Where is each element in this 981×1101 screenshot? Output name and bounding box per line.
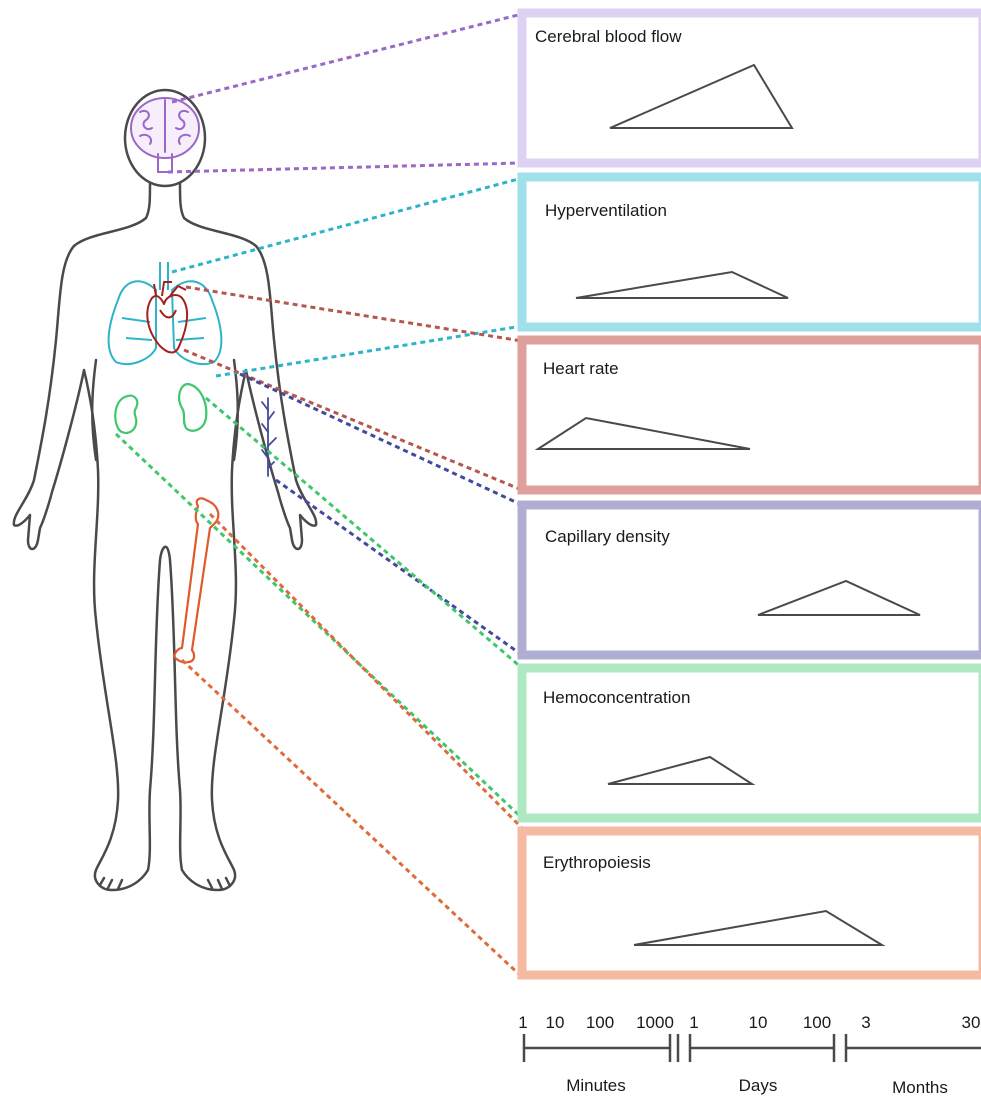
panel-title: Hyperventilation — [545, 201, 667, 220]
panel-erythropoiesis: Erythropoiesis — [522, 831, 981, 975]
brain-connector-bottom — [168, 163, 522, 172]
vessel-connector-bottom — [276, 480, 522, 655]
panel-title: Erythropoiesis — [543, 853, 651, 872]
connector-lines — [116, 14, 522, 977]
right-kidney — [179, 384, 206, 431]
tick-label: 1 — [689, 1013, 698, 1032]
time-course-triangle — [576, 272, 788, 298]
lungs-icon — [109, 262, 222, 364]
time-course-triangle — [610, 65, 792, 128]
time-course-triangle — [538, 418, 750, 449]
body-outline — [14, 183, 316, 890]
panel-frame — [522, 177, 981, 327]
unit-label-days: Days — [739, 1076, 778, 1095]
heart-connector-top — [186, 287, 522, 341]
heart-connector-bottom — [184, 350, 522, 490]
panel-hyperventilation: Hyperventilation — [522, 177, 981, 327]
unit-label-minutes: Minutes — [566, 1076, 626, 1095]
tick-label: 100 — [803, 1013, 831, 1032]
tick-label: 1000 — [636, 1013, 674, 1032]
unit-labels: Minutes Days Months — [566, 1076, 948, 1097]
panel-hemoconcentration: Hemoconcentration — [522, 668, 981, 818]
lungs-connector-top — [172, 178, 522, 272]
time-course-triangle — [608, 757, 752, 784]
panel-title: Cerebral blood flow — [535, 27, 682, 46]
panel-heart-rate: Heart rate — [522, 340, 981, 490]
time-scale: 1 10 100 1000 1 10 100 3 30 Minutes Days… — [518, 1013, 981, 1097]
vessel-connector-top — [240, 374, 522, 505]
tick-label: 30 — [962, 1013, 981, 1032]
time-course-triangle — [634, 911, 882, 945]
tick-label: 10 — [749, 1013, 768, 1032]
human-body-figure — [14, 90, 316, 890]
kidneys-icon — [115, 384, 206, 433]
kidney-connector-top — [206, 398, 522, 668]
panel-title: Heart rate — [543, 359, 619, 378]
lungs-connector-bottom — [216, 326, 522, 376]
tick-label: 100 — [586, 1013, 614, 1032]
panel-capillary-density: Capillary density — [522, 505, 981, 655]
tick-label: 1 — [518, 1013, 527, 1032]
panel-cerebral-blood-flow: Cerebral blood flow — [522, 13, 981, 163]
tick-labels: 1 10 100 1000 1 10 100 3 30 — [518, 1013, 980, 1032]
tick-label: 10 — [546, 1013, 565, 1032]
heart-icon — [147, 282, 187, 353]
unit-label-months: Months — [892, 1078, 948, 1097]
scale-bars — [524, 1034, 981, 1062]
panel-title: Hemoconcentration — [543, 688, 690, 707]
tick-label: 3 — [861, 1013, 870, 1032]
time-course-triangle — [758, 581, 920, 615]
panel-title: Capillary density — [545, 527, 670, 546]
bone-connector-bottom — [182, 660, 522, 977]
left-kidney — [115, 396, 137, 433]
brain-icon — [131, 98, 199, 172]
brain-connector-top — [172, 14, 522, 102]
